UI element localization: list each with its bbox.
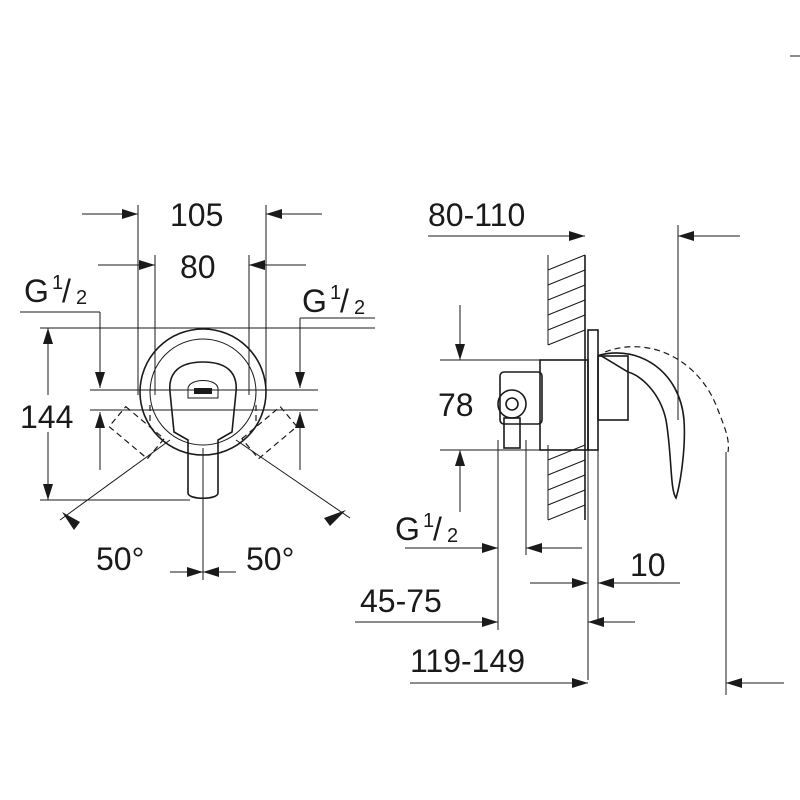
dim-144-label: 144 (20, 399, 73, 435)
inlet-connector (497, 389, 527, 419)
thread-left-label: G 1 / 2 (24, 272, 87, 309)
thread-left-den: 2 (76, 287, 87, 309)
thread-side-den: 2 (447, 525, 458, 547)
front-view (20, 205, 375, 580)
dim-80-label: 80 (180, 249, 216, 285)
lever-logo-mark (194, 388, 212, 394)
thread-left-slash: / (62, 273, 71, 309)
thread-right-den: 2 (354, 297, 365, 319)
thread-right-main: G (302, 283, 327, 319)
thread-side-main: G (395, 511, 420, 547)
dim-119-149-label: 119-149 (410, 643, 525, 679)
dim-10-label: 10 (630, 547, 666, 583)
left-valve-outline (108, 405, 165, 460)
thread-side-label: G 1 / 2 (395, 510, 458, 547)
thread-right-slash: / (340, 283, 349, 319)
front-lever-handle (169, 361, 237, 500)
thread-left-main: G (24, 273, 49, 309)
angle-left-label: 50° (96, 541, 144, 577)
right-valve-outline (241, 405, 298, 460)
cover-plate (587, 329, 599, 451)
thread-side-slash: / (433, 511, 442, 547)
thread-left-num: 1 (52, 272, 63, 294)
dim-105-label: 105 (170, 197, 223, 233)
dim-78-label: 78 (438, 387, 474, 423)
thread-right-label: G 1 / 2 (302, 282, 365, 319)
valve-body (539, 359, 589, 451)
thread-right-num: 1 (330, 282, 341, 304)
wall-hatch (547, 254, 586, 521)
angle-right-label: 50° (246, 541, 294, 577)
thread-side-num: 1 (423, 510, 434, 532)
lever-swing-arc (604, 346, 730, 453)
side-view (355, 225, 784, 695)
lever-logo-recess (187, 380, 219, 399)
dim-45-75-label: 45-75 (360, 583, 442, 619)
handle-base (597, 355, 629, 421)
inlet-pipe (503, 417, 521, 449)
rosette-inner (149, 338, 257, 446)
dim-80-110-label: 80-110 (428, 197, 525, 233)
side-lever-handle (597, 352, 686, 500)
